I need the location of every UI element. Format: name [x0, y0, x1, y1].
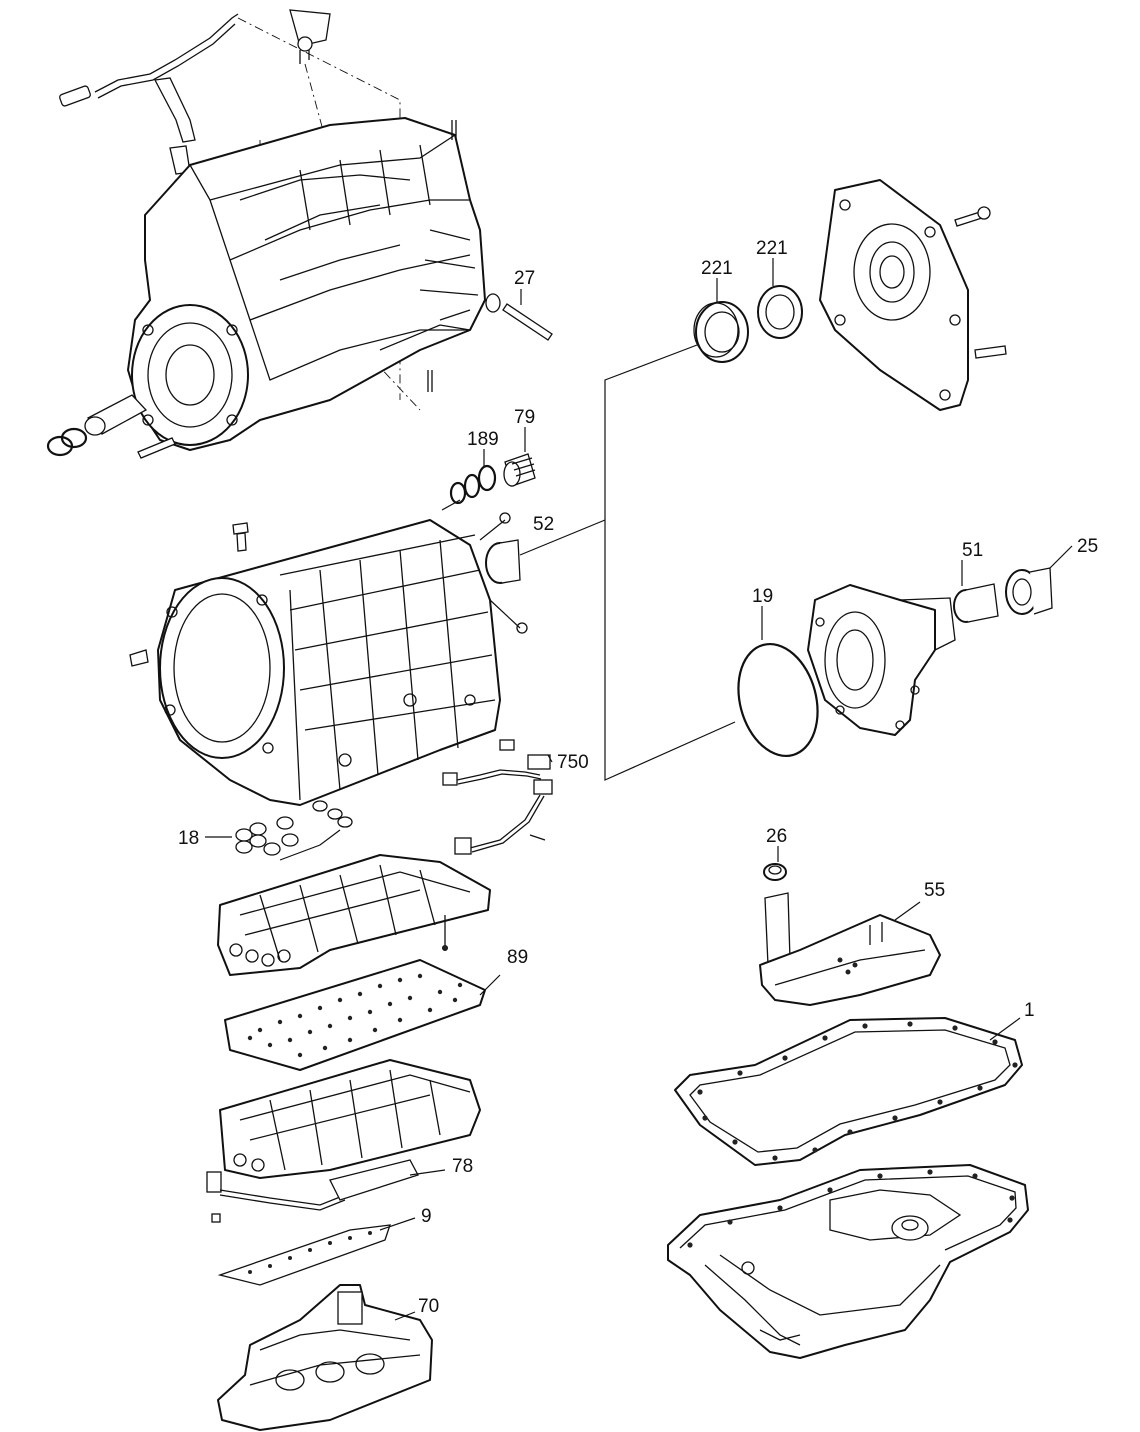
main-case-assembly: [129, 512, 528, 806]
callout-78: 78: [452, 1156, 473, 1177]
callout-79: 79: [514, 407, 535, 428]
callout-25: 25: [1077, 536, 1098, 557]
callout-leaders: [483, 258, 1073, 862]
pan-gasket-group: [674, 1017, 1023, 1166]
wiring-harness-group: [442, 739, 553, 855]
callout-750: 750: [557, 752, 589, 773]
seal-kit-group: [205, 800, 353, 861]
callout-221-a: 221: [701, 258, 733, 279]
callout-55: 55: [924, 880, 945, 901]
valve-body-stack: [206, 854, 501, 1431]
callout-52: 52: [533, 514, 554, 535]
callout-18: 18: [178, 828, 199, 849]
callout-89: 89: [507, 947, 528, 968]
bracket-line: [604, 344, 736, 781]
rear-seals-and-cover: [693, 179, 1007, 411]
oil-pan: [667, 1164, 1029, 1359]
callout-51: 51: [962, 540, 983, 561]
callout-1: 1: [1024, 1000, 1035, 1021]
bracket-line-52: [519, 519, 606, 556]
callout-221-b: 221: [756, 238, 788, 259]
callout-26: 26: [766, 826, 787, 847]
callout-27: 27: [514, 268, 535, 289]
extension-housing-group: [737, 567, 1053, 758]
callout-70: 70: [418, 1296, 439, 1317]
callout-19: 19: [752, 586, 773, 607]
callout-189: 189: [467, 429, 499, 450]
callout-labels: 27 221 221 189 79 52 51 25 19 750 18 26 …: [178, 238, 1098, 1317]
filter-seal-group: [441, 453, 536, 584]
filter-group: [759, 863, 941, 1006]
callout-9: 9: [421, 1206, 432, 1227]
upper-case-assembly: [46, 9, 553, 459]
